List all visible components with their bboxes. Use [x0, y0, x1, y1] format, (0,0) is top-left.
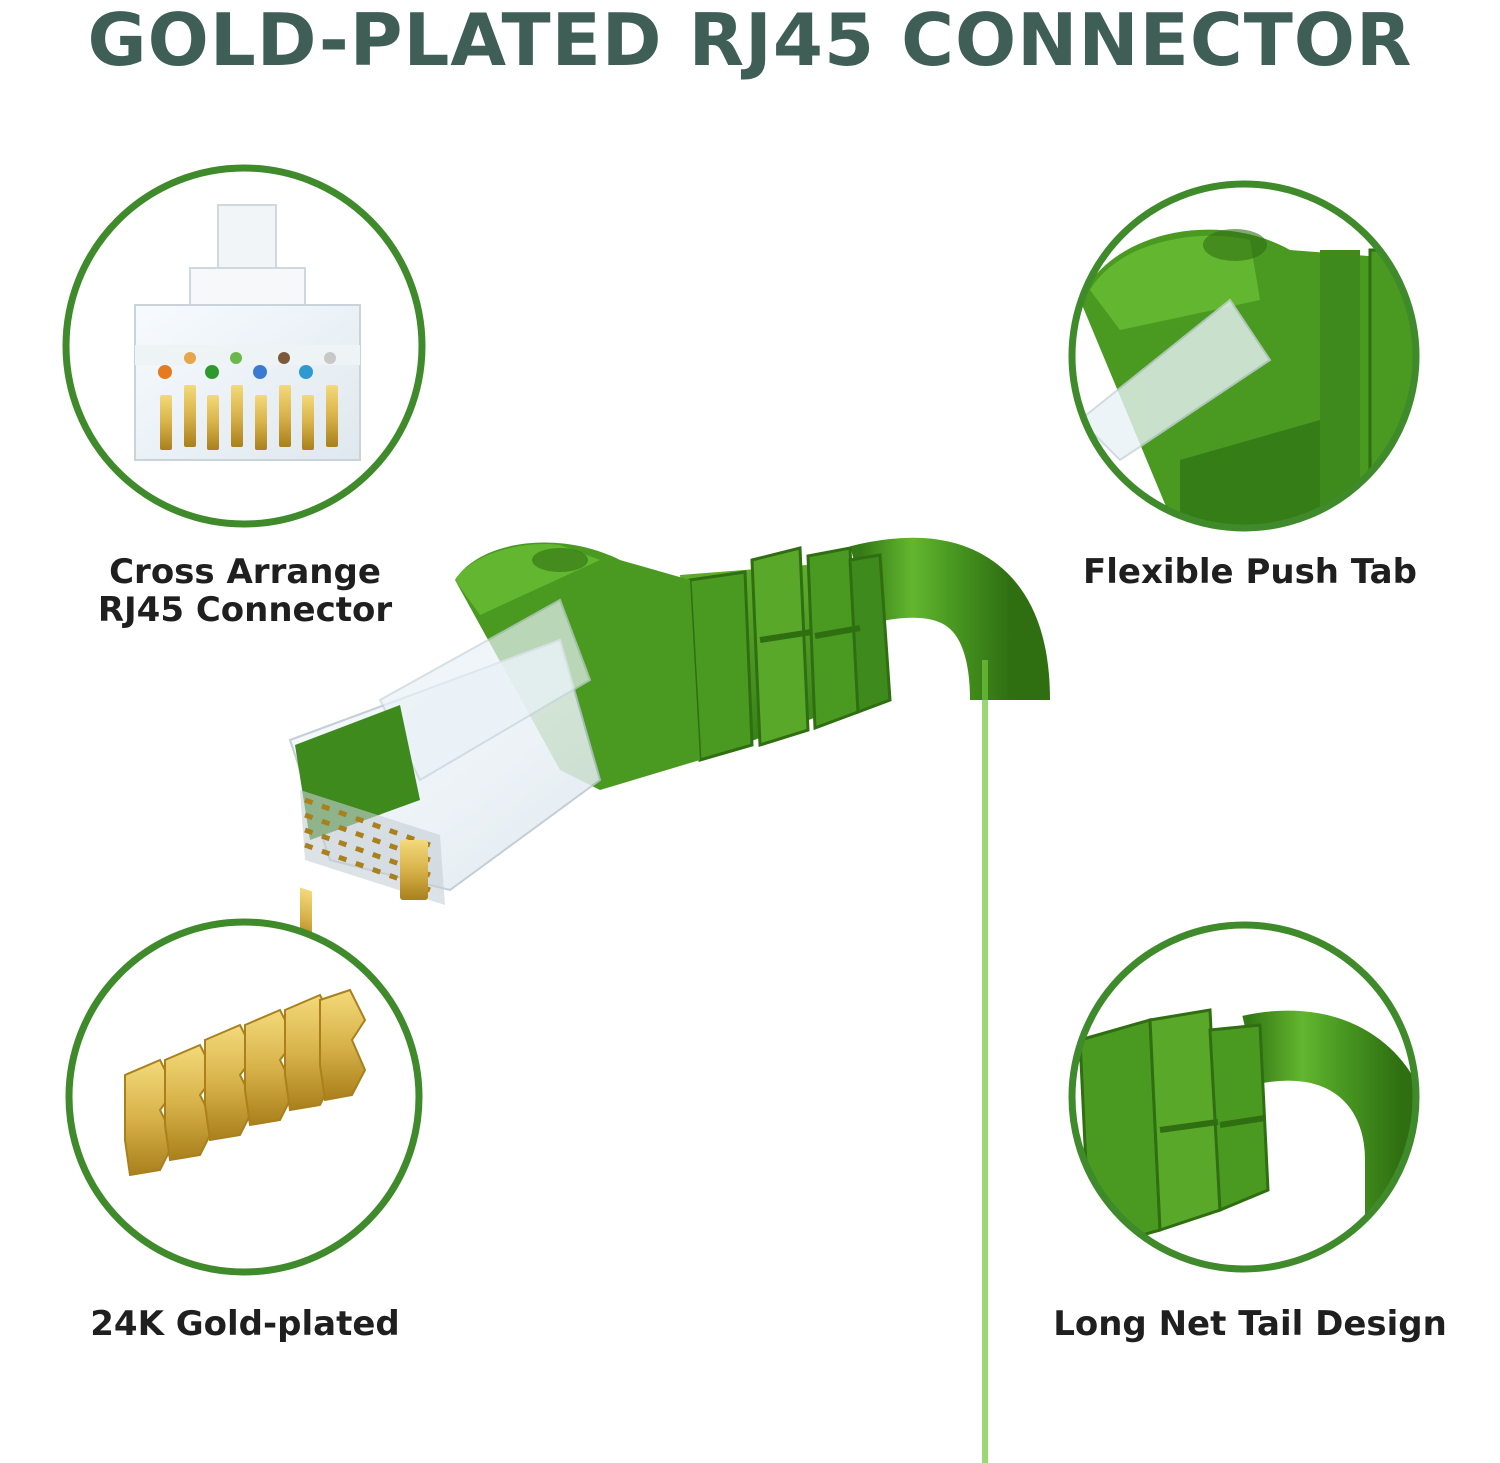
main-cable	[850, 537, 1050, 1463]
callout-gold-plated-label: 24K Gold-plated	[90, 1304, 400, 1344]
page-title: GOLD-PLATED RJ45 CONNECTOR	[87, 0, 1413, 82]
callout-cross-arrange-image	[62, 164, 426, 528]
callout-net-tail-label: Long Net Tail Design	[1053, 1304, 1447, 1344]
callout-cross-arrange-label: Cross Arrange RJ45 Connector	[40, 553, 450, 629]
main-connector-boot	[680, 546, 892, 762]
callout-gold-plated-image	[65, 918, 423, 1276]
callout-cross-arrange-line2: RJ45 Connector	[97, 590, 393, 630]
callout-cross-arrange-line1: Cross Arrange	[109, 552, 381, 592]
callout-push-tab-image	[1068, 180, 1420, 532]
callout-push-tab-label: Flexible Push Tab	[1083, 552, 1417, 592]
callout-net-tail-image	[1068, 921, 1420, 1273]
main-connector-plug	[288, 542, 700, 947]
